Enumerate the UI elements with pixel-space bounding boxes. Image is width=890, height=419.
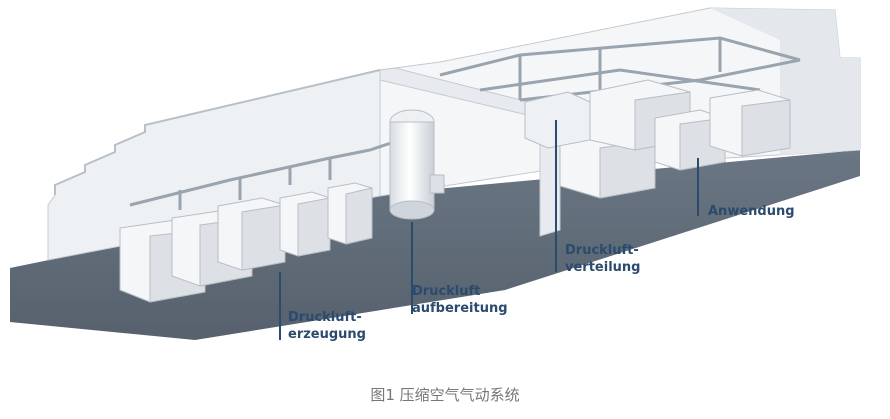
air-receiver-tank <box>389 109 445 220</box>
label-druckluft-verteilung: Druckluft- verteilung <box>565 242 640 276</box>
back-wall-shade <box>710 8 860 155</box>
compressor-units <box>119 182 373 303</box>
dryer-2 <box>327 182 373 245</box>
callout-leaders <box>279 120 699 340</box>
label-line: Druckluft <box>412 284 481 299</box>
left-wall-top <box>54 69 381 195</box>
compressor-3 <box>217 197 286 271</box>
label-line: erzeugung <box>288 327 366 342</box>
compressed-air-system-illustration <box>10 7 861 340</box>
machine-5 <box>709 89 791 157</box>
label-line: Druckluft- <box>288 310 362 325</box>
label-line: Druckluft- <box>565 243 639 258</box>
label-druckluft-aufbereitung: Druckluft aufbereitung <box>412 283 508 317</box>
label-line: verteilung <box>565 260 641 275</box>
label-anwendung: Anwendung <box>708 203 795 220</box>
floor <box>10 150 860 340</box>
figure-caption: 图1 压缩空气气动系统 <box>370 386 520 404</box>
machine-2 <box>524 91 591 149</box>
generation-pipes <box>129 138 401 210</box>
distribution-pipes <box>439 36 801 102</box>
label-druckluft-erzeugung: Druckluft- erzeugung <box>288 309 366 343</box>
label-line: aufbereitung <box>412 301 508 316</box>
partition-wall <box>379 67 561 237</box>
dryer-1 <box>279 191 331 257</box>
label-line: Anwendung <box>708 204 795 219</box>
application-machines <box>524 79 791 199</box>
